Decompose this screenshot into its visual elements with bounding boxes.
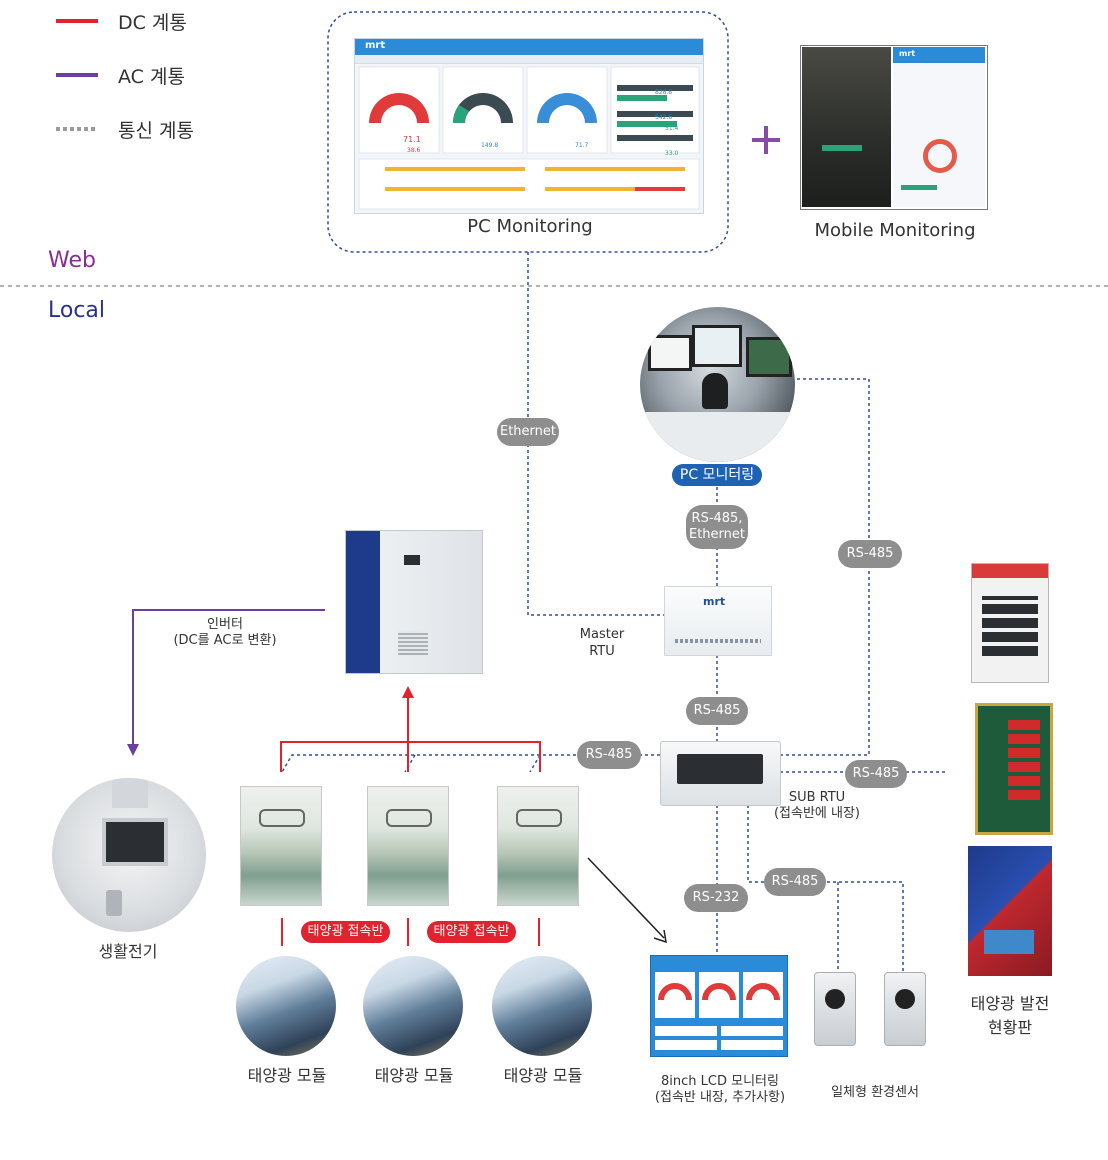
pc-value-1: 71.1 [403, 135, 421, 144]
junction-box-2 [367, 786, 449, 906]
pc-monitoring-label: PC 모니터링 [672, 464, 762, 486]
mobile-login-screen [802, 47, 891, 207]
rs232-pill: RS-232 [684, 884, 748, 912]
junction-box-label-2: 태양광 접속반 [427, 921, 516, 943]
pc-value-2: 38.6 [407, 147, 421, 154]
status-board-3 [968, 846, 1052, 976]
sensor-label: 일체형 환경센서 [831, 1085, 919, 1100]
rs485-ethernet-line2: Ethernet [689, 527, 745, 542]
inverter-cabinet [345, 530, 483, 674]
legend-comm-label: 통신 계통 [118, 120, 194, 142]
master-rtu-label-2: RTU [589, 644, 615, 659]
master-rtu-device: mrt [664, 586, 772, 656]
rs485-sensor-pill: RS-485 [764, 868, 826, 896]
legend-dc-label: DC 계통 [118, 12, 187, 34]
master-rtu-label: Master RTU [572, 626, 632, 660]
household-appliances-photo [52, 778, 206, 932]
sub-rtu-label-2: (접속반에 내장) [773, 806, 861, 821]
lcd-arrow [587, 857, 667, 944]
mobile-monitoring-caption: Mobile Monitoring [814, 220, 976, 241]
pc-screen-header: mrt [355, 39, 703, 55]
web-monitor-frame [327, 11, 729, 253]
environment-sensor-1 [814, 972, 856, 1046]
rs485-master-sub-pill: RS-485 [686, 697, 748, 725]
lcd-label-1: 8inch LCD 모니터링 [661, 1074, 779, 1089]
solar-module-label-3: 태양광 모듈 [503, 1066, 583, 1085]
mobile-dashboard-screen: mrt [893, 47, 985, 207]
status-board-2 [975, 703, 1053, 835]
dc-lines [280, 686, 541, 946]
solar-module-photo-2 [363, 956, 463, 1056]
lcd-label: 8inch LCD 모니터링 (접속반 내장, 추가사항) [640, 1074, 800, 1106]
pc-value-7: 31.4 [665, 125, 679, 132]
zone-web-label: Web [48, 248, 96, 273]
solar-module-label-1: 태양광 모듈 [247, 1066, 327, 1085]
solar-module-photo-3 [492, 956, 592, 1056]
rs485-ethernet-line1: RS-485, [691, 511, 743, 526]
rs485-ethernet-pill: RS-485, Ethernet [686, 505, 748, 549]
inverter-label-1: 인버터 [207, 617, 243, 632]
pc-screen-gauges [358, 66, 700, 210]
junction-box-3 [497, 786, 579, 906]
master-rtu-label-1: Master [579, 627, 625, 642]
lcd-monitoring-screen [650, 955, 788, 1057]
pc-value-3: 149.8 [481, 142, 499, 149]
pc-value-6: 542.6 [655, 114, 673, 121]
household-label: 생활전기 [98, 942, 158, 961]
sub-rtu-label-1: SUB RTU [788, 790, 846, 805]
pc-value-8: 33.0 [665, 150, 679, 157]
ethernet-pill: Ethernet [497, 418, 559, 446]
solar-module-label-2: 태양광 모듈 [374, 1066, 454, 1085]
pc-monitoring-caption: PC Monitoring [467, 216, 593, 237]
sub-rtu-device [660, 741, 781, 806]
pc-value-4: 71.7 [575, 142, 589, 149]
mobile-monitoring-screenshot: mrt [800, 45, 988, 210]
pc-monitoring-photo [640, 307, 795, 462]
rs485-right-pill: RS-485 [838, 540, 902, 568]
junction-box-1 [240, 786, 322, 906]
environment-sensor-2 [884, 972, 926, 1046]
master-rtu-logo: mrt [703, 595, 726, 608]
plus-icon [752, 126, 780, 154]
zone-local-label: Local [48, 298, 106, 323]
ac-line [127, 609, 325, 756]
rs485-left-pill: RS-485 [577, 741, 641, 769]
inverter-label: 인버터 (DC를 AC로 변환) [160, 617, 290, 649]
inverter-label-2: (DC를 AC로 변환) [173, 633, 277, 648]
pc-screen-logo: mrt [365, 40, 386, 51]
board-label: 태양광 발전 현황판 [958, 992, 1062, 1040]
lcd-gauges [655, 972, 783, 1050]
legend-ac-label: AC 계통 [118, 66, 185, 88]
lcd-label-2: (접속반 내장, 추가사항) [654, 1090, 786, 1105]
pc-monitoring-screenshot: mrt 71.1 38.6 149.8 71.7 828.8 542.6 31.… [354, 38, 704, 214]
rs485-sub-right-pill: RS-485 [845, 760, 907, 788]
solar-module-photo-1 [236, 956, 336, 1056]
junction-box-label-1: 태양광 접속반 [301, 921, 390, 943]
pc-value-5: 828.8 [655, 89, 673, 96]
board-label-1: 태양광 발전 [970, 994, 1050, 1013]
board-label-2: 현황판 [987, 1018, 1033, 1037]
mobile-screen-logo: mrt [899, 49, 916, 58]
sub-rtu-label: SUB RTU (접속반에 내장) [762, 790, 872, 822]
status-board-1 [971, 563, 1049, 683]
